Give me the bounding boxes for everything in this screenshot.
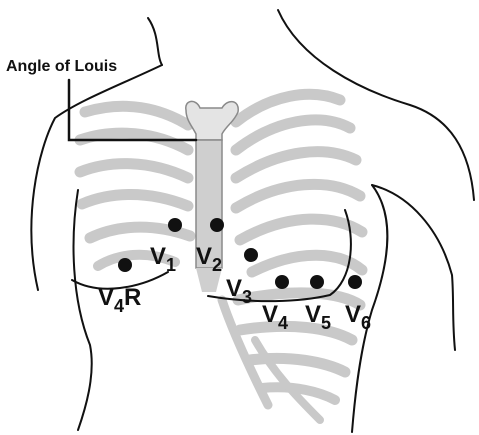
electrode-v6 [348,275,362,289]
rib-left-4 [82,195,188,207]
left-breast-line [72,272,168,289]
electrode-v4 [275,275,289,289]
manubrium [186,101,238,140]
angle-of-louis-label: Angle of Louis [6,58,117,75]
electrode-v4r [118,258,132,272]
label-v6: V6 [345,301,371,333]
rib-right-4 [236,184,360,208]
label-v1: V1 [150,243,176,275]
rib-left-1 [85,106,188,125]
rib-left-3 [80,164,188,178]
right-shoulder [278,10,474,200]
electrode-v1 [168,218,182,232]
rib-right-3 [236,152,356,178]
rib-right-5 [240,219,362,240]
neck-left [148,18,162,65]
left-torso-side [74,190,92,430]
electrode-v2 [210,218,224,232]
rib-left-2 [80,133,188,150]
electrode-v5 [310,275,324,289]
rib-right-2 [236,120,350,150]
rib-right-6 [252,255,362,272]
electrode-v3 [244,248,258,262]
